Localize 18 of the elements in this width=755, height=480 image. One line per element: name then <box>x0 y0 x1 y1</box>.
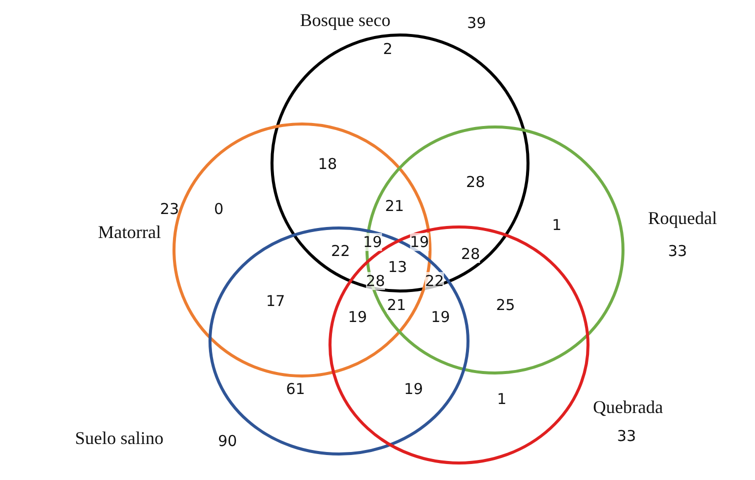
set-circle <box>270 33 530 293</box>
region-count: 28 <box>366 272 386 290</box>
region-count: 22 <box>425 272 444 290</box>
set-total: 39 <box>467 14 486 32</box>
set-name: Suelo salino <box>75 428 164 449</box>
set-name: Matorral <box>98 222 161 243</box>
region-count: 28 <box>461 245 480 263</box>
region-count: 21 <box>387 296 406 314</box>
region-count: 19 <box>410 233 430 251</box>
set-name: Bosque seco <box>300 10 390 31</box>
set-name: Quebrada <box>593 397 663 418</box>
set-total: 23 <box>160 200 180 218</box>
set-circle <box>365 125 625 375</box>
set-total: 33 <box>617 427 636 445</box>
set-total: 33 <box>668 242 688 260</box>
region-count: 19 <box>363 233 382 251</box>
set-name: Roquedal <box>648 208 717 229</box>
set-total: 90 <box>218 432 238 450</box>
